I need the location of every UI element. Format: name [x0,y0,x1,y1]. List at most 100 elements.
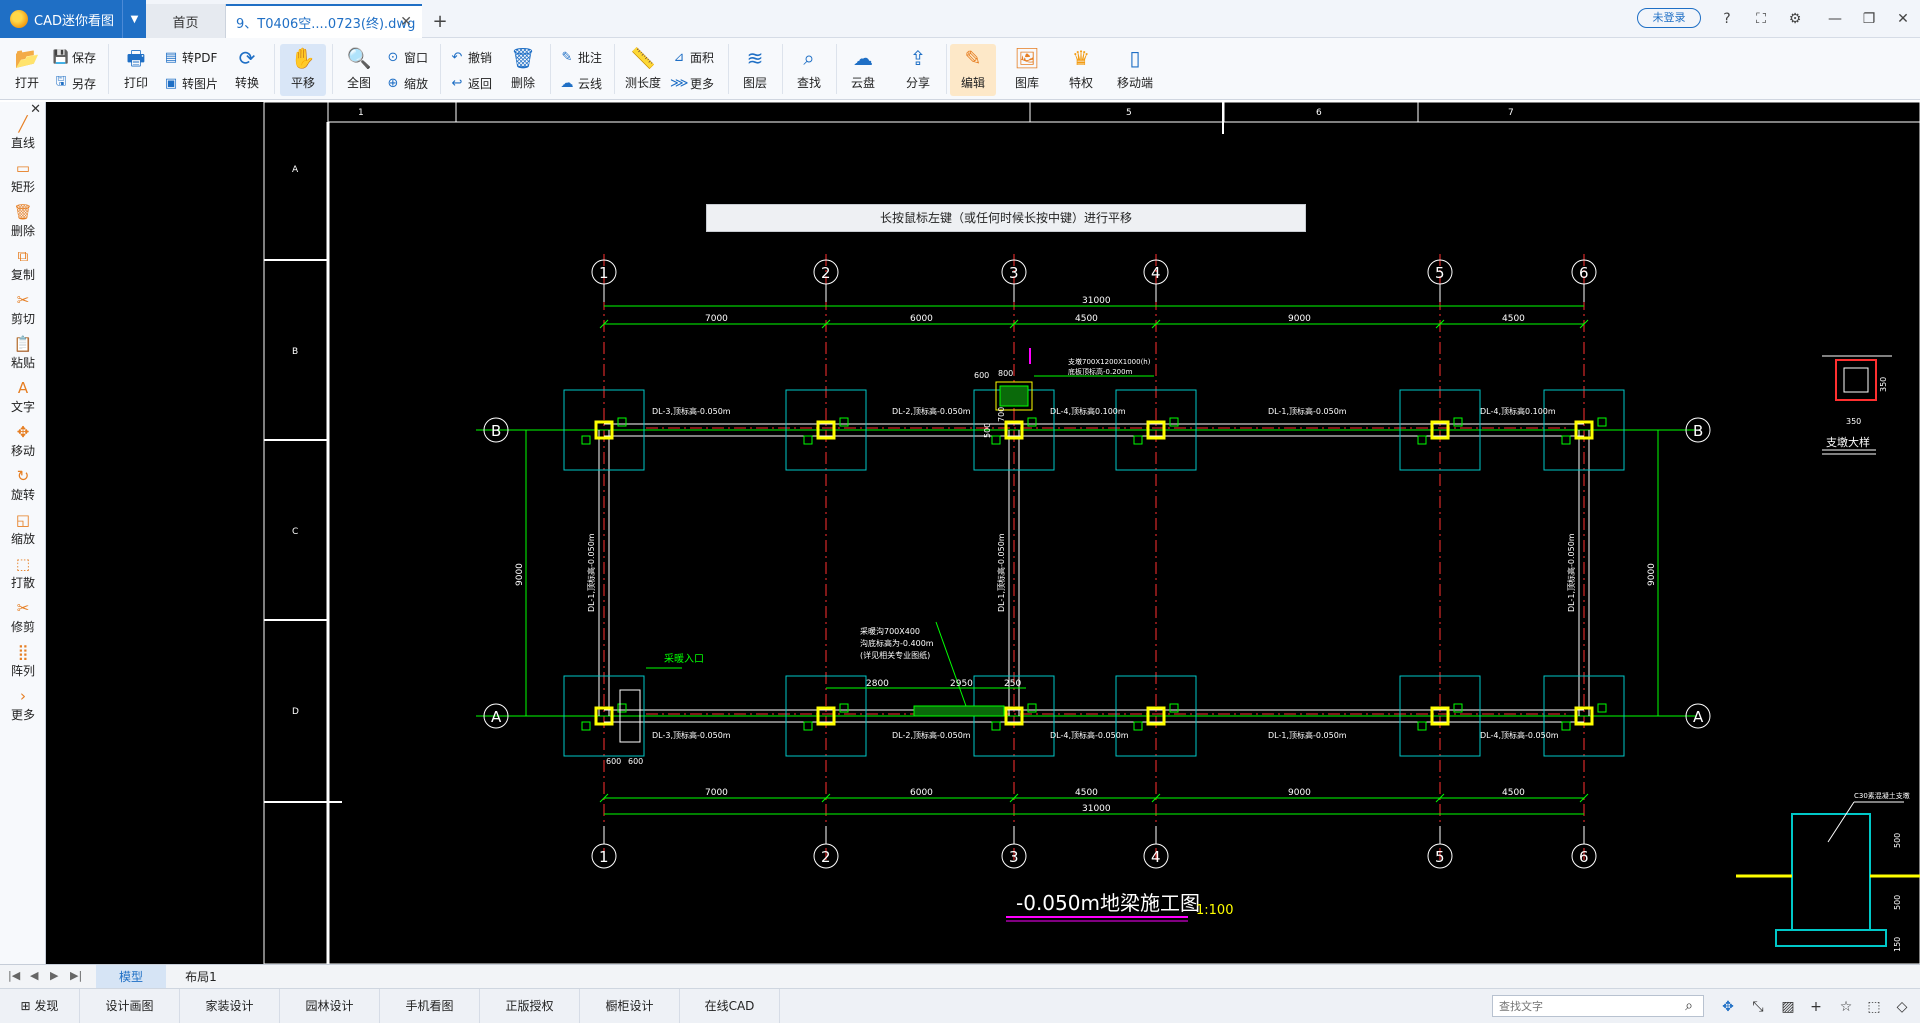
dim-label: 7000 [705,788,728,798]
tool-label: 修剪 [10,620,35,634]
cloud-disk-button[interactable]: ☁ 云盘 [850,46,875,90]
minimize-icon[interactable]: — [1828,11,1842,27]
mobile-button[interactable]: ▯ 移动端 [1116,46,1153,90]
save-button[interactable]: 💾 保存 [52,49,97,65]
help-icon[interactable]: ? [1723,11,1731,27]
anchor-mark [803,721,813,731]
anchor-mark [1133,721,1143,731]
trench-hatch [913,705,1005,717]
area-button[interactable]: ⊿ 面积 [670,46,714,68]
tool-move[interactable]: ✥移动 [0,422,46,466]
new-tab-button[interactable]: + [432,10,448,32]
privilege-button[interactable]: ♛ 特权 [1068,46,1093,90]
restore-icon[interactable]: ❐ [1862,11,1876,27]
fullscreen-icon[interactable]: ⛶ [1756,11,1766,27]
measure-length-button[interactable]: 📏 测长度 [624,46,661,90]
delete-button[interactable]: 🗑 删除 [510,46,536,90]
next-layout-icon[interactable]: ▶ [50,969,59,982]
status-item-3[interactable]: 园林设计 [280,989,380,1023]
tool-rectangle[interactable]: ▭矩形 [0,158,46,202]
chevron-down-icon[interactable]: ▼ [122,0,146,38]
share-button[interactable]: ⇪ 分享 [905,46,930,90]
tool-scale[interactable]: ◱缩放 [0,510,46,554]
detail-leader [1827,801,1855,843]
to-pdf-button[interactable]: ▤ 转PDF [162,46,218,68]
tab-home[interactable]: 首页 [146,4,226,38]
tool-explode[interactable]: ⬚打散 [0,554,46,598]
linewidth-icon[interactable]: ▨ [1781,999,1795,1015]
status-item-6[interactable]: 橱柜设计 [580,989,680,1023]
status-item-0[interactable]: ⊞ 发现 [0,989,80,1023]
anchor-mark [1133,435,1143,445]
column-square [816,706,836,726]
tool-label: 删除 [10,224,35,238]
tool-rotate[interactable]: ↻旋转 [0,466,46,510]
more-measure-button[interactable]: ⋙ 更多 [670,75,715,91]
gear-icon[interactable]: ⚙ [1788,11,1802,27]
crosshair-icon[interactable]: + [1810,999,1822,1015]
tool-chevron-right[interactable]: ›更多 [0,686,46,730]
close-window-icon[interactable]: ✕ [1897,11,1909,27]
status-item-4[interactable]: 手机看图 [380,989,480,1023]
app-menu-button[interactable]: CAD迷你看图 ▼ [0,0,146,38]
first-layout-icon[interactable]: |◀ [8,969,21,982]
cube-icon[interactable]: ◇ [1896,999,1908,1015]
tool-copy[interactable]: ⧉复制 [0,246,46,290]
pan-button[interactable]: ✋ 平移 [280,44,326,96]
note-pier: 支墩700X1200X1000(h) [1068,357,1151,366]
undo-button[interactable]: ↶ 撤销 [448,46,492,68]
window-zoom-button[interactable]: ⊙ 窗口 [384,46,428,68]
tool-paste[interactable]: 📋粘贴 [0,334,46,378]
ruler-icon: 📏 [630,46,656,70]
last-layout-icon[interactable]: ▶| [70,969,83,982]
column-square [1146,706,1166,726]
edit-button[interactable]: ✎ 编辑 [950,44,996,96]
tool-trim[interactable]: ✂修剪 [0,598,46,642]
3d-view-icon[interactable]: ⬚ [1867,999,1881,1015]
tab-model[interactable]: 模型 [96,965,166,989]
status-item-7[interactable]: 在线CAD [680,989,780,1023]
close-panel-icon[interactable]: ✕ [30,102,41,117]
status-item-1[interactable]: 设计画图 [80,989,180,1023]
axis-bubble-label: 6 [1579,848,1589,866]
open-button[interactable]: 📂 打开 [14,46,40,90]
anchor-mark [1597,703,1607,713]
status-item-5[interactable]: 正版授权 [480,989,580,1023]
back-button[interactable]: ↩ 返回 [448,72,492,94]
annotate-button[interactable]: ✎ 批注 [558,46,602,68]
zoom-button[interactable]: ⊕ 缩放 [384,72,428,94]
tool-scissors[interactable]: ✂剪切 [0,290,46,334]
ortho-icon[interactable]: ⤡ [1752,999,1764,1015]
prev-layout-icon[interactable]: ◀ [30,969,39,982]
tab-layout1[interactable]: 布局1 [185,970,217,984]
tool-array[interactable]: ⣿阵列 [0,642,46,686]
snap-icon[interactable]: ✥ [1722,999,1734,1015]
full-view-button[interactable]: 🔍 全图 [346,46,372,90]
layers-button[interactable]: ≋ 图层 [742,46,767,90]
star-icon[interactable]: ☆ [1839,999,1853,1015]
pier-outline [1399,675,1481,757]
pier-outline [785,675,867,757]
print-button[interactable]: 🖶 打印 [123,46,148,90]
close-tab-icon[interactable]: ✕ [400,14,412,30]
find-button[interactable]: ⌕ 查找 [796,46,821,90]
tab-file[interactable]: 9、T0406空....0723(终).dwg ✕ [226,4,422,38]
tool-trash[interactable]: 🗑删除 [0,202,46,246]
to-image-button[interactable]: ▣ 转图片 [162,72,218,94]
login-button[interactable]: 未登录 [1637,8,1701,28]
dim-label-total: 31000 [1082,804,1111,814]
gallery-button[interactable]: 🖼 图库 [1014,46,1040,90]
status-item-2[interactable]: 家装设计 [180,989,280,1023]
frame-col-label: 1 [358,108,364,118]
cloud-line-button[interactable]: ☁ 云线 [558,72,603,94]
status-item-label: 手机看图 [405,999,454,1013]
find-text-input[interactable] [1492,995,1704,1017]
search-icon[interactable]: ⌕ [1685,998,1693,1014]
tool-line[interactable]: ╱直线 [0,114,46,158]
convert-button[interactable]: ⟳ 转换 [234,46,259,90]
dim-label-small: 600 [628,757,643,766]
detail-note: C30素混凝土支墩 [1854,791,1910,800]
save-as-button[interactable]: 🖫 另存 [52,72,96,94]
